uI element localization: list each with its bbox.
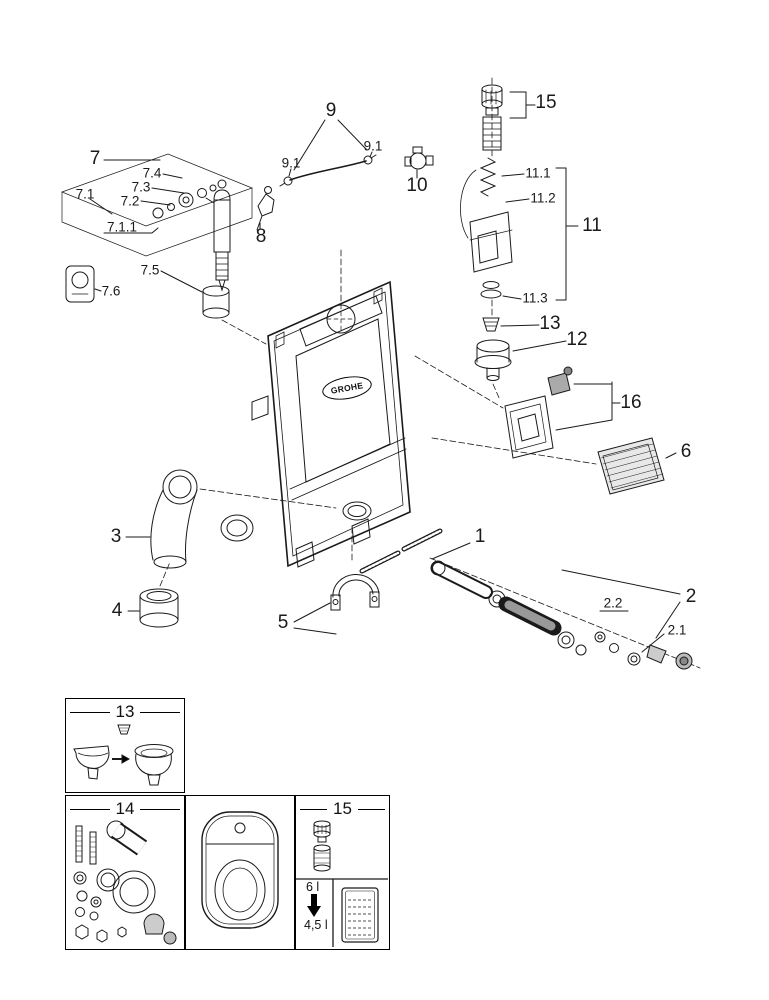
- part-4-extension: [127, 588, 179, 628]
- callout-9-1-left: 9.1: [281, 155, 301, 171]
- callout-7: 7: [89, 148, 101, 169]
- inset-15-title-row: 15: [296, 796, 389, 819]
- part-12-valve-seat: [474, 339, 567, 381]
- callout-2-2: 2.2: [603, 595, 623, 611]
- part-16-gasket-plate: [504, 366, 621, 459]
- callout-10: 10: [406, 175, 428, 196]
- cistern-frame: [251, 280, 411, 568]
- part-13-seal: [482, 317, 540, 332]
- callout-12: 12: [566, 329, 588, 350]
- callout-15: 15: [535, 92, 557, 113]
- assembly-axes: [159, 77, 701, 669]
- inset-15-title: 15: [333, 799, 352, 818]
- part-11-valve-assembly: [460, 157, 579, 301]
- callout-8: 8: [255, 226, 267, 247]
- callout-11-1: 11.1: [525, 165, 551, 181]
- callout-7-6: 7.6: [101, 283, 121, 299]
- callout-9: 9: [325, 100, 337, 121]
- part-2-flush-pipe-set: [430, 560, 693, 670]
- callout-7-3: 7.3: [131, 179, 151, 195]
- inset-box-toilet: [185, 795, 295, 950]
- callout-7-2: 7.2: [120, 193, 140, 209]
- part-10-valve: [404, 146, 434, 179]
- callout-16: 16: [620, 392, 642, 413]
- part-8-bracket: [256, 186, 275, 231]
- callout-7-5: 7.5: [140, 262, 160, 278]
- callout-13: 13: [539, 313, 561, 334]
- inset-13-title: 13: [115, 702, 135, 721]
- callout-2: 2: [685, 586, 697, 607]
- part-6-access-box: [597, 437, 677, 495]
- callout-9-1-right: 9.1: [363, 138, 383, 154]
- inset-14-title: 14: [115, 799, 135, 818]
- callout-7-1-1: 7.1.1: [106, 219, 138, 235]
- callout-3: 3: [110, 526, 122, 547]
- inset-15-artwork: [296, 820, 388, 947]
- inset-toilet-artwork: [201, 811, 279, 929]
- callout-11-3: 11.3: [522, 290, 548, 306]
- callout-11: 11: [582, 215, 602, 236]
- part-5-clamp: [293, 573, 380, 635]
- inset-13-title-row: 13: [66, 699, 184, 722]
- part-9-hose: [279, 119, 377, 187]
- flush-volume-reduced: 4,5 l: [304, 918, 328, 932]
- callout-7-1: 7.1: [75, 186, 95, 202]
- flush-volume-full: 6 l: [306, 880, 320, 894]
- callout-2-1: 2.1: [667, 622, 687, 638]
- callout-11-2: 11.2: [530, 190, 556, 206]
- inset-14-artwork: [73, 820, 177, 945]
- part-15-bellows: [481, 84, 536, 151]
- part-1-studs: [359, 528, 471, 574]
- inset-box-14: 14: [65, 795, 185, 950]
- inset-13-artwork: [73, 724, 174, 786]
- inset-box-13: 13: [65, 698, 185, 793]
- inset-box-15: 15 6 l 4,5 l: [295, 795, 390, 950]
- callout-5: 5: [277, 612, 289, 633]
- inset-14-title-row: 14: [66, 796, 184, 819]
- callout-7-4: 7.4: [142, 165, 162, 181]
- callout-1: 1: [474, 526, 486, 547]
- part-3-elbow: [125, 469, 254, 569]
- callout-4: 4: [111, 600, 123, 621]
- callout-6: 6: [680, 441, 692, 462]
- grohe-logo-text: GROHE: [330, 380, 364, 396]
- part-7-fill-valve-kit: [61, 153, 253, 319]
